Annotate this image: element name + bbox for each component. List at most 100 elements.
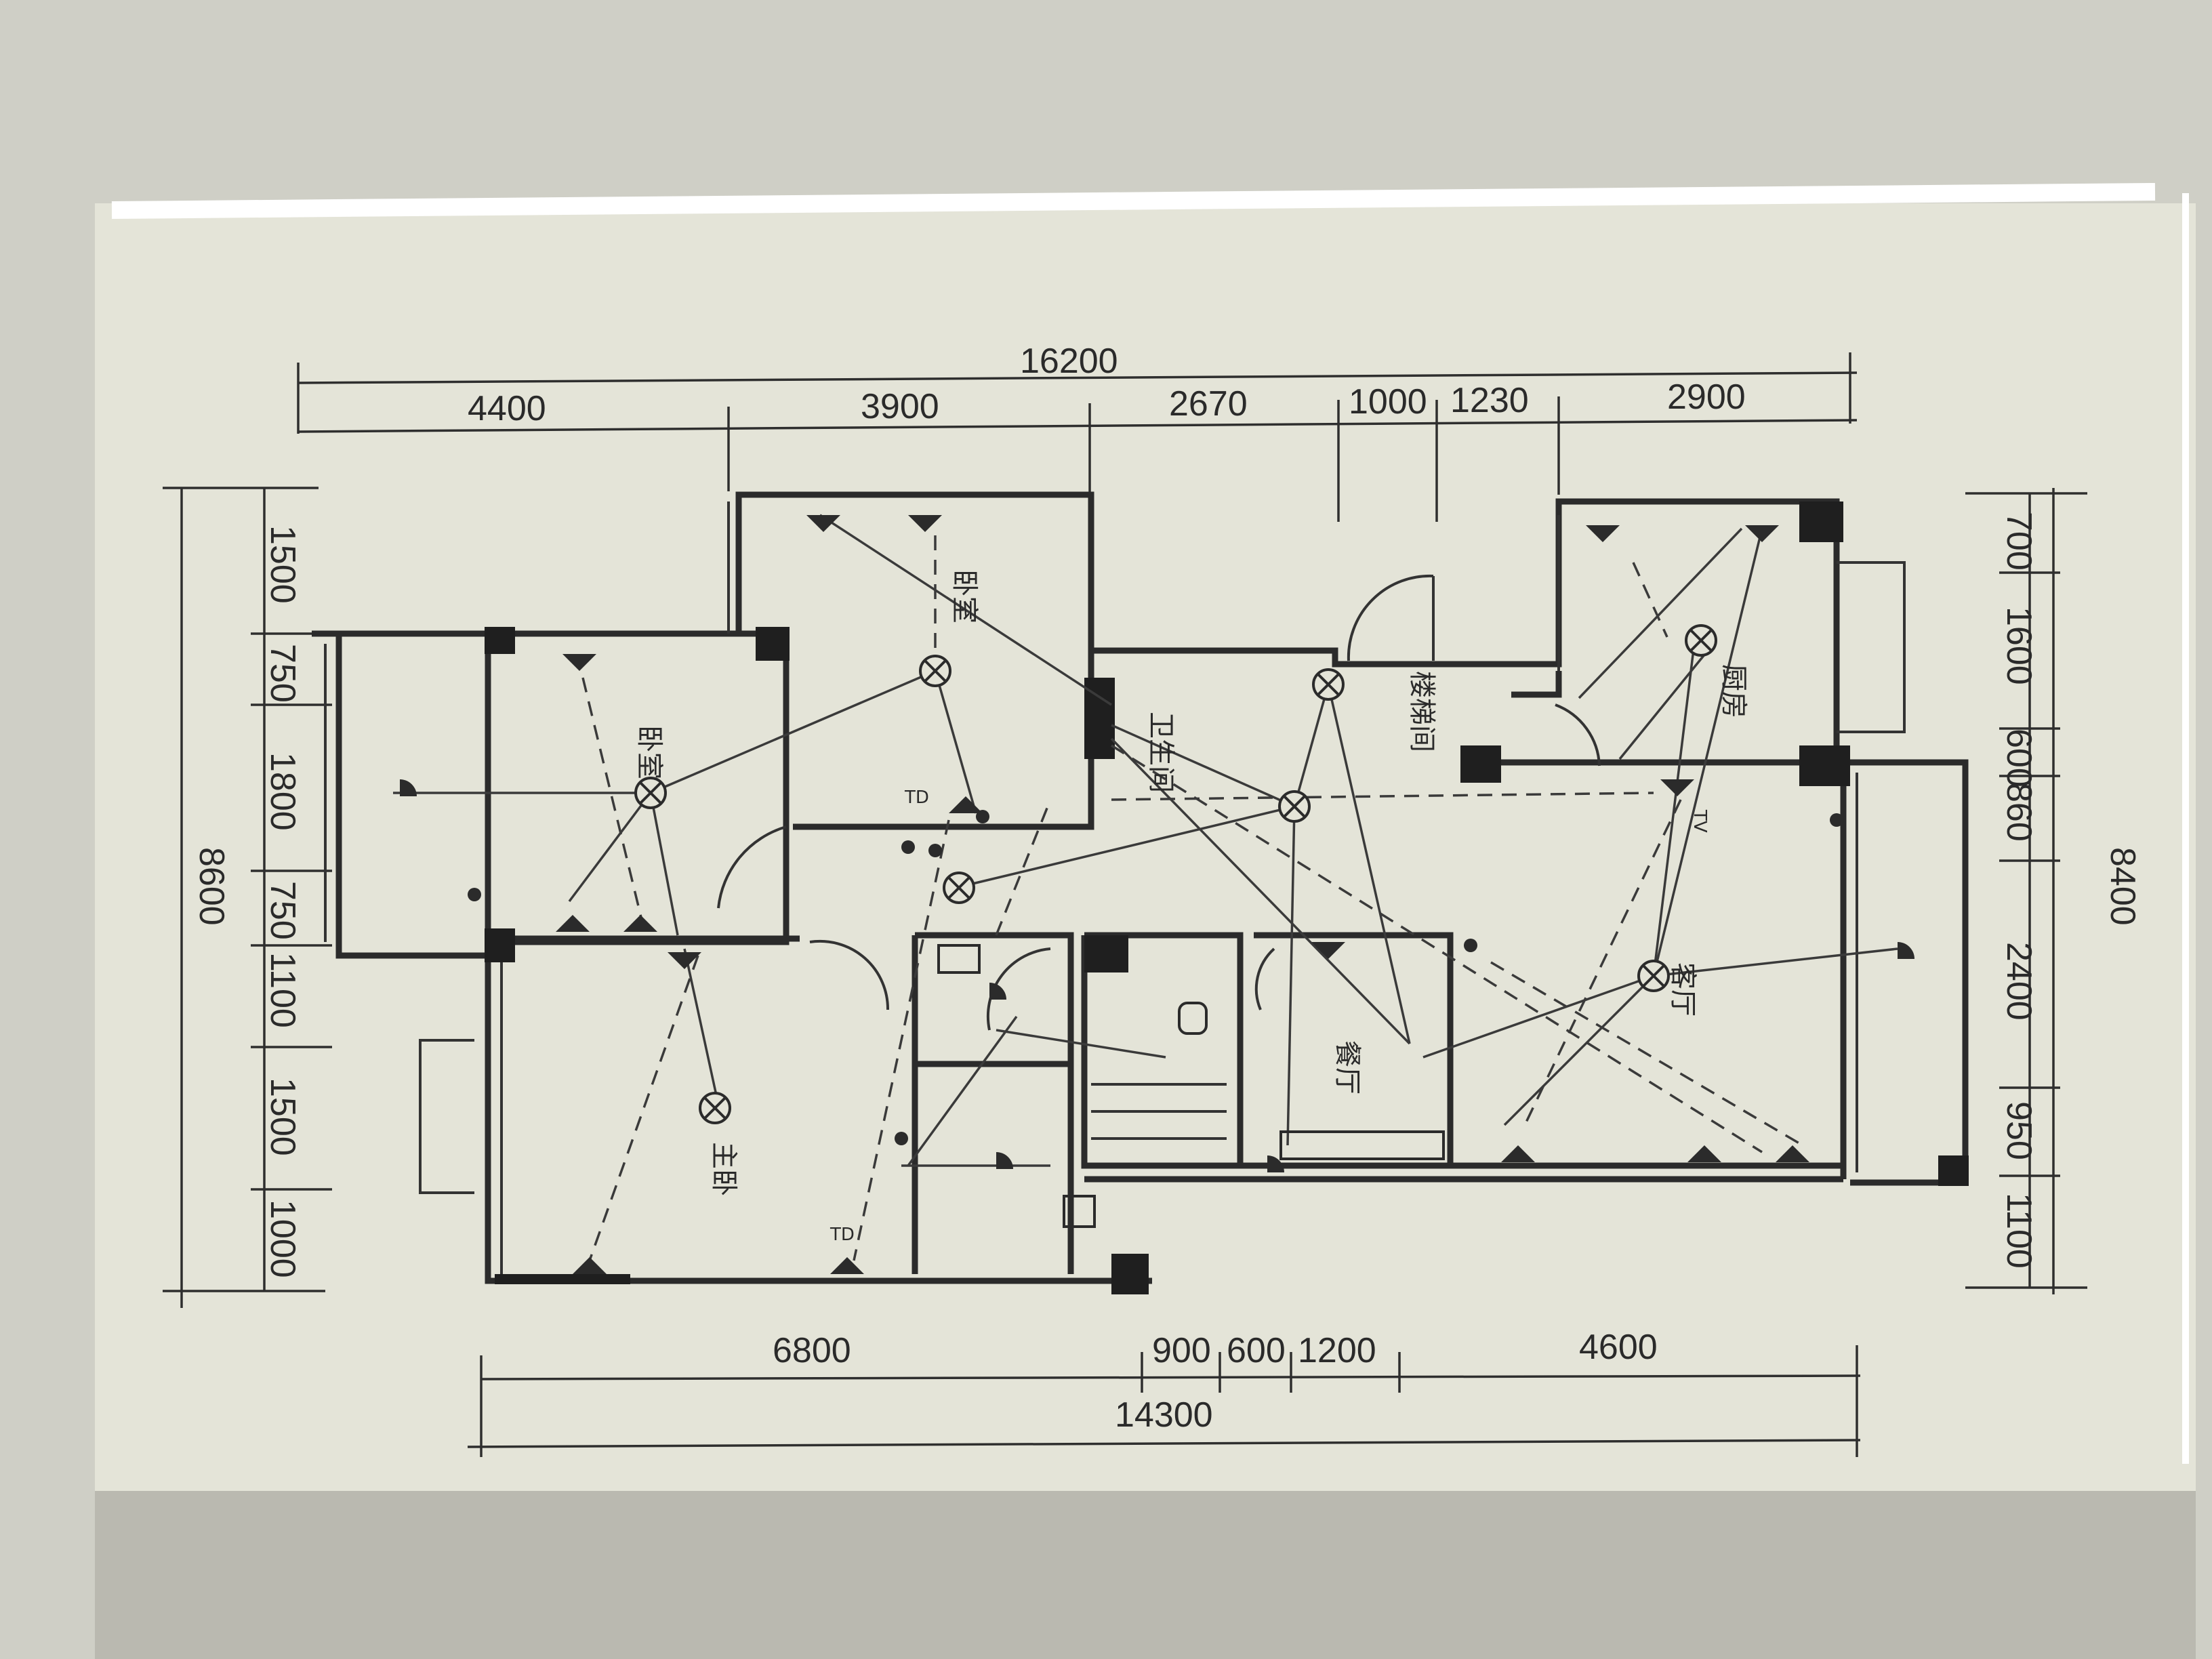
doors	[717, 574, 1601, 1031]
socket-icon	[1745, 525, 1779, 542]
switch-icon	[928, 844, 942, 857]
lamp-icon	[634, 777, 667, 809]
top-seg-5: 1230	[1450, 381, 1529, 420]
wall-lamp-icon	[1898, 942, 1914, 959]
left-dimensions: 8600 1500 750 1800 750 1100 1500 1000	[163, 487, 332, 1308]
socket-icon	[1687, 1145, 1721, 1162]
top-total-label: 16200	[1020, 342, 1118, 381]
bottom-seg-2: 900	[1152, 1331, 1211, 1370]
left-seg-6: 1500	[263, 1078, 302, 1156]
pillars	[485, 501, 1969, 1294]
paper-sheet	[95, 203, 2196, 1491]
room-label-dining: 餐厅	[1332, 1040, 1363, 1094]
left-seg-5: 1100	[263, 952, 302, 1028]
ceiling-lamps	[634, 624, 1717, 1124]
switch-icon	[895, 1132, 908, 1145]
socket-icon	[573, 1257, 607, 1274]
top-total-dimension: 16200	[297, 342, 1858, 434]
equipment-labels: TD TD TV	[830, 787, 1710, 1245]
socket-icon	[1501, 1145, 1535, 1162]
toilet-icon	[1178, 1002, 1208, 1035]
right-seg-6: 950	[1999, 1101, 2039, 1160]
socket-icon	[1311, 942, 1345, 959]
room-label-master-bedroom: 主卧	[708, 1142, 739, 1196]
wall-lamp-icon	[989, 983, 1006, 1000]
right-seg-4: 860	[1999, 783, 2039, 842]
bottom-seg-1: 6800	[773, 1331, 851, 1370]
lamp-icon	[919, 655, 951, 687]
top-seg-1: 4400	[468, 389, 546, 428]
right-dimensions: 8400 700 1600 600 860 2400 950 1100	[1965, 488, 2142, 1294]
room-label-living: 客厅	[1667, 962, 1698, 1017]
top-seg-2: 3900	[861, 387, 939, 426]
wall-sockets	[556, 515, 1809, 1274]
room-label-stair: 楼梯间	[1406, 671, 1437, 752]
socket-icon	[1586, 525, 1620, 542]
room-label-bedroom-middle: 卧室	[949, 569, 980, 623]
bottom-dimensions: 6800 900 600 1200 4600 14300	[467, 1328, 1861, 1457]
left-seg-3: 1800	[263, 752, 302, 831]
socket-icon	[668, 952, 701, 969]
room-labels: 卧室 卧室 主卧 厨房 餐厅 客厅 卫生间 楼梯间	[634, 569, 1749, 1196]
switches	[468, 810, 1843, 1145]
tv-label: TV	[1689, 809, 1710, 833]
room-label-bedroom-left: 卧室	[634, 725, 665, 779]
bottom-seg-3: 600	[1227, 1331, 1286, 1370]
socket-icon	[562, 654, 596, 671]
lamp-icon	[943, 872, 975, 904]
socket-icon	[556, 915, 590, 932]
paper-top-edge	[111, 183, 2156, 219]
washbasin-icon	[937, 944, 981, 974]
left-seg-1: 1500	[263, 525, 302, 604]
left-total-label: 8600	[192, 847, 231, 926]
left-seg-7: 1000	[263, 1200, 302, 1278]
wiring-lines	[393, 514, 1898, 1167]
room-label-bathroom: 卫生间	[1145, 712, 1176, 793]
lamp-icon	[699, 1092, 731, 1124]
room-label-kitchen: 厨房	[1718, 664, 1749, 718]
lamp-icon	[1278, 790, 1311, 823]
lamp-icon	[1312, 668, 1345, 701]
right-seg-5: 2400	[1999, 942, 2039, 1021]
bottom-seg-5: 4600	[1579, 1328, 1658, 1367]
socket-icon	[908, 515, 942, 532]
bottom-total-label: 14300	[1115, 1395, 1213, 1435]
socket-icon	[949, 796, 983, 813]
left-seg-4: 750	[263, 881, 302, 940]
switch-icon	[1464, 939, 1477, 952]
top-seg-6: 2900	[1667, 377, 1746, 417]
top-segment-dimensions: 4400 3900 2670 1000 1230 2900	[298, 377, 1858, 522]
wiring-dashed	[581, 535, 1803, 1261]
paper-shadow	[95, 1491, 2196, 1659]
bottom-seg-4: 1200	[1298, 1331, 1376, 1370]
right-seg-1: 700	[1999, 512, 2039, 571]
top-seg-3: 2670	[1169, 384, 1248, 424]
right-seg-2: 1600	[1999, 607, 2039, 685]
bathtub-icon	[1279, 1130, 1445, 1160]
right-total-label: 8400	[2103, 847, 2142, 926]
lamp-icon	[1685, 624, 1717, 657]
socket-icon	[830, 1257, 864, 1274]
top-seg-4: 1000	[1349, 382, 1427, 422]
right-seg-7: 1100	[1999, 1193, 2039, 1269]
walls	[312, 491, 1969, 1284]
socket-icon	[623, 915, 657, 932]
td-label-lower: TD	[830, 1225, 855, 1245]
meter-box-icon	[1063, 1195, 1096, 1228]
socket-icon	[1776, 1145, 1809, 1162]
socket-icon	[806, 515, 840, 532]
td-label-upper: TD	[904, 787, 929, 808]
switch-icon	[468, 888, 481, 901]
wall-lamp-icon	[996, 1152, 1013, 1169]
wall-lamp-icon	[400, 779, 417, 796]
left-seg-2: 750	[263, 644, 302, 703]
socket-icon	[1660, 779, 1694, 796]
switch-icon	[901, 840, 915, 854]
switch-icon	[1830, 813, 1843, 827]
lamp-icon	[1637, 960, 1670, 992]
wall-lamp-icon	[1267, 1155, 1284, 1172]
switch-icon	[976, 810, 989, 823]
sanitary-fixtures	[937, 944, 1445, 1228]
